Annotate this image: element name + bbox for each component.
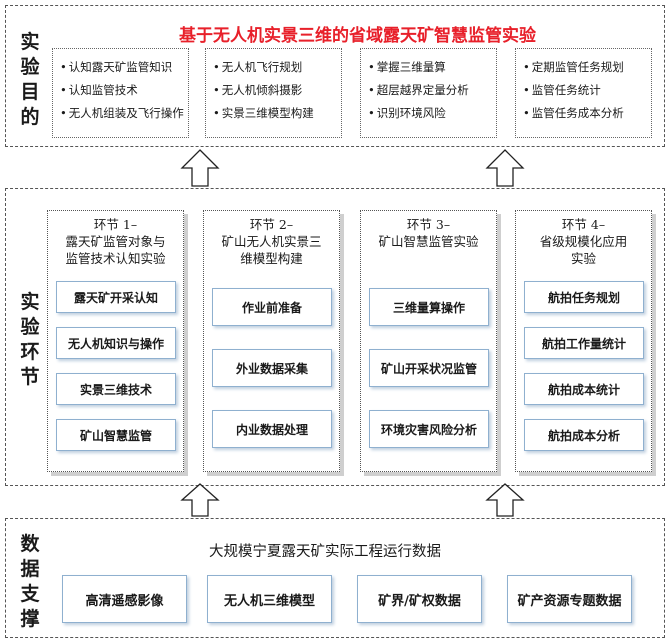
data-section (5, 518, 665, 638)
step-uav-knowledge[interactable]: 无人机知识与操作 (56, 327, 176, 359)
purpose-item: 监管任务统计 (516, 79, 651, 102)
stages-label-char: 实 (20, 291, 40, 313)
up-arrow-icon (180, 149, 220, 187)
stages-label-char: 验 (20, 316, 40, 338)
step-cost-analysis[interactable]: 航拍成本分析 (524, 419, 644, 451)
data-section-label: 数 据 支 撑 (15, 532, 45, 632)
stage-heading-line: 矿山智慧监管实验 (378, 234, 479, 249)
diagram-title: 基于无人机实景三维的省域露天矿智慧监管实验 (179, 26, 536, 46)
purpose-label-char: 验 (20, 56, 40, 78)
stages-section (5, 188, 665, 486)
data-mineral-resources[interactable]: 矿产资源专题数据 (507, 575, 632, 623)
data-label-char: 支 (20, 583, 40, 605)
stage-2-heading: 环节 2– 矿山无人机实景三 维模型构建 (204, 216, 339, 267)
step-mining-status[interactable]: 矿山开采状况监管 (369, 349, 489, 387)
step-field-collection[interactable]: 外业数据采集 (212, 349, 332, 387)
up-arrow-icon (180, 483, 220, 517)
stage-heading-line: 省级规模化应用 (539, 234, 628, 249)
purpose-item: 无人机倾斜摄影 (206, 79, 341, 102)
step-3d-technology[interactable]: 实景三维技术 (56, 373, 176, 405)
stage-heading-line: 环节 3– (406, 217, 451, 232)
stage-heading-line: 环节 2– (249, 217, 294, 232)
step-smart-supervision[interactable]: 矿山智慧监管 (56, 419, 176, 451)
stage-heading-line: 露天矿监管对象与 (65, 234, 166, 249)
data-uav-3d-model[interactable]: 无人机三维模型 (207, 575, 332, 623)
data-label-char: 撑 (20, 608, 40, 630)
data-support-title: 大规模宁夏露天矿实际工程运行数据 (209, 544, 441, 560)
stage-3-heading: 环节 3– 矿山智慧监管实验 (361, 216, 496, 250)
up-arrow-icon (485, 149, 525, 187)
step-mining-cognition[interactable]: 露天矿开采认知 (56, 281, 176, 313)
purpose-item: 认知监管技术 (53, 79, 188, 102)
step-3d-measurement[interactable]: 三维量算操作 (369, 288, 489, 326)
step-office-processing[interactable]: 内业数据处理 (212, 410, 332, 448)
purpose-item: 无人机飞行规划 (206, 56, 341, 79)
stages-label-char: 节 (20, 366, 40, 388)
data-mine-boundary[interactable]: 矿界/矿权数据 (357, 575, 482, 623)
purpose-box-3: 掌握三维量算 超层越界定量分析 识别环境风险 (360, 48, 497, 138)
stage-3: 环节 3– 矿山智慧监管实验 三维量算操作 矿山开采状况监管 环境灾害风险分析 (360, 210, 497, 472)
purpose-item: 识别环境风险 (361, 102, 496, 125)
purpose-item: 无人机组装及飞行操作 (53, 102, 188, 125)
purpose-box-2: 无人机飞行规划 无人机倾斜摄影 实景三维模型构建 (205, 48, 342, 138)
purpose-box-1: 认知露天矿监管知识 认知监管技术 无人机组装及飞行操作 (52, 48, 189, 138)
purpose-item: 超层越界定量分析 (361, 79, 496, 102)
stage-heading-line: 环节 4– (561, 217, 606, 232)
stage-heading-line: 矿山无人机实景三 (221, 234, 322, 249)
purpose-item: 定期监管任务规划 (516, 56, 651, 79)
purpose-item: 认知露天矿监管知识 (53, 56, 188, 79)
stage-1: 环节 1– 露天矿监管对象与 监管技术认知实验 露天矿开采认知 无人机知识与操作… (47, 210, 184, 472)
step-workload-statistics[interactable]: 航拍工作量统计 (524, 327, 644, 359)
stage-2: 环节 2– 矿山无人机实景三 维模型构建 作业前准备 外业数据采集 内业数据处理 (203, 210, 340, 472)
purpose-label-char: 的 (20, 106, 40, 128)
step-hazard-analysis[interactable]: 环境灾害风险分析 (369, 410, 489, 448)
step-cost-statistics[interactable]: 航拍成本统计 (524, 373, 644, 405)
stages-label-char: 环 (20, 341, 40, 363)
purpose-label-char: 目 (20, 81, 40, 103)
purpose-item: 掌握三维量算 (361, 56, 496, 79)
purpose-box-4: 定期监管任务规划 监管任务统计 监管任务成本分析 (515, 48, 652, 138)
stage-heading-line: 监管技术认知实验 (65, 251, 166, 266)
step-preparation[interactable]: 作业前准备 (212, 288, 332, 326)
data-remote-sensing-imagery[interactable]: 高清遥感影像 (62, 575, 187, 623)
purpose-item: 监管任务成本分析 (516, 102, 651, 125)
data-label-char: 据 (20, 558, 40, 580)
purpose-item: 实景三维模型构建 (206, 102, 341, 125)
purpose-section-label: 实 验 目 的 (15, 30, 45, 130)
stage-4-heading: 环节 4– 省级规模化应用 实验 (516, 216, 651, 267)
step-flight-planning[interactable]: 航拍任务规划 (524, 281, 644, 313)
stage-1-heading: 环节 1– 露天矿监管对象与 监管技术认知实验 (48, 216, 183, 267)
stage-heading-line: 环节 1– (93, 217, 138, 232)
stage-4: 环节 4– 省级规模化应用 实验 航拍任务规划 航拍工作量统计 航拍成本统计 航… (515, 210, 652, 472)
purpose-section (5, 5, 665, 147)
stages-section-label: 实 验 环 节 (15, 290, 45, 390)
purpose-label-char: 实 (20, 31, 40, 53)
stage-heading-line: 维模型构建 (240, 251, 303, 266)
data-label-char: 数 (20, 533, 40, 555)
stage-heading-line: 实验 (570, 251, 596, 266)
up-arrow-icon (485, 483, 525, 517)
